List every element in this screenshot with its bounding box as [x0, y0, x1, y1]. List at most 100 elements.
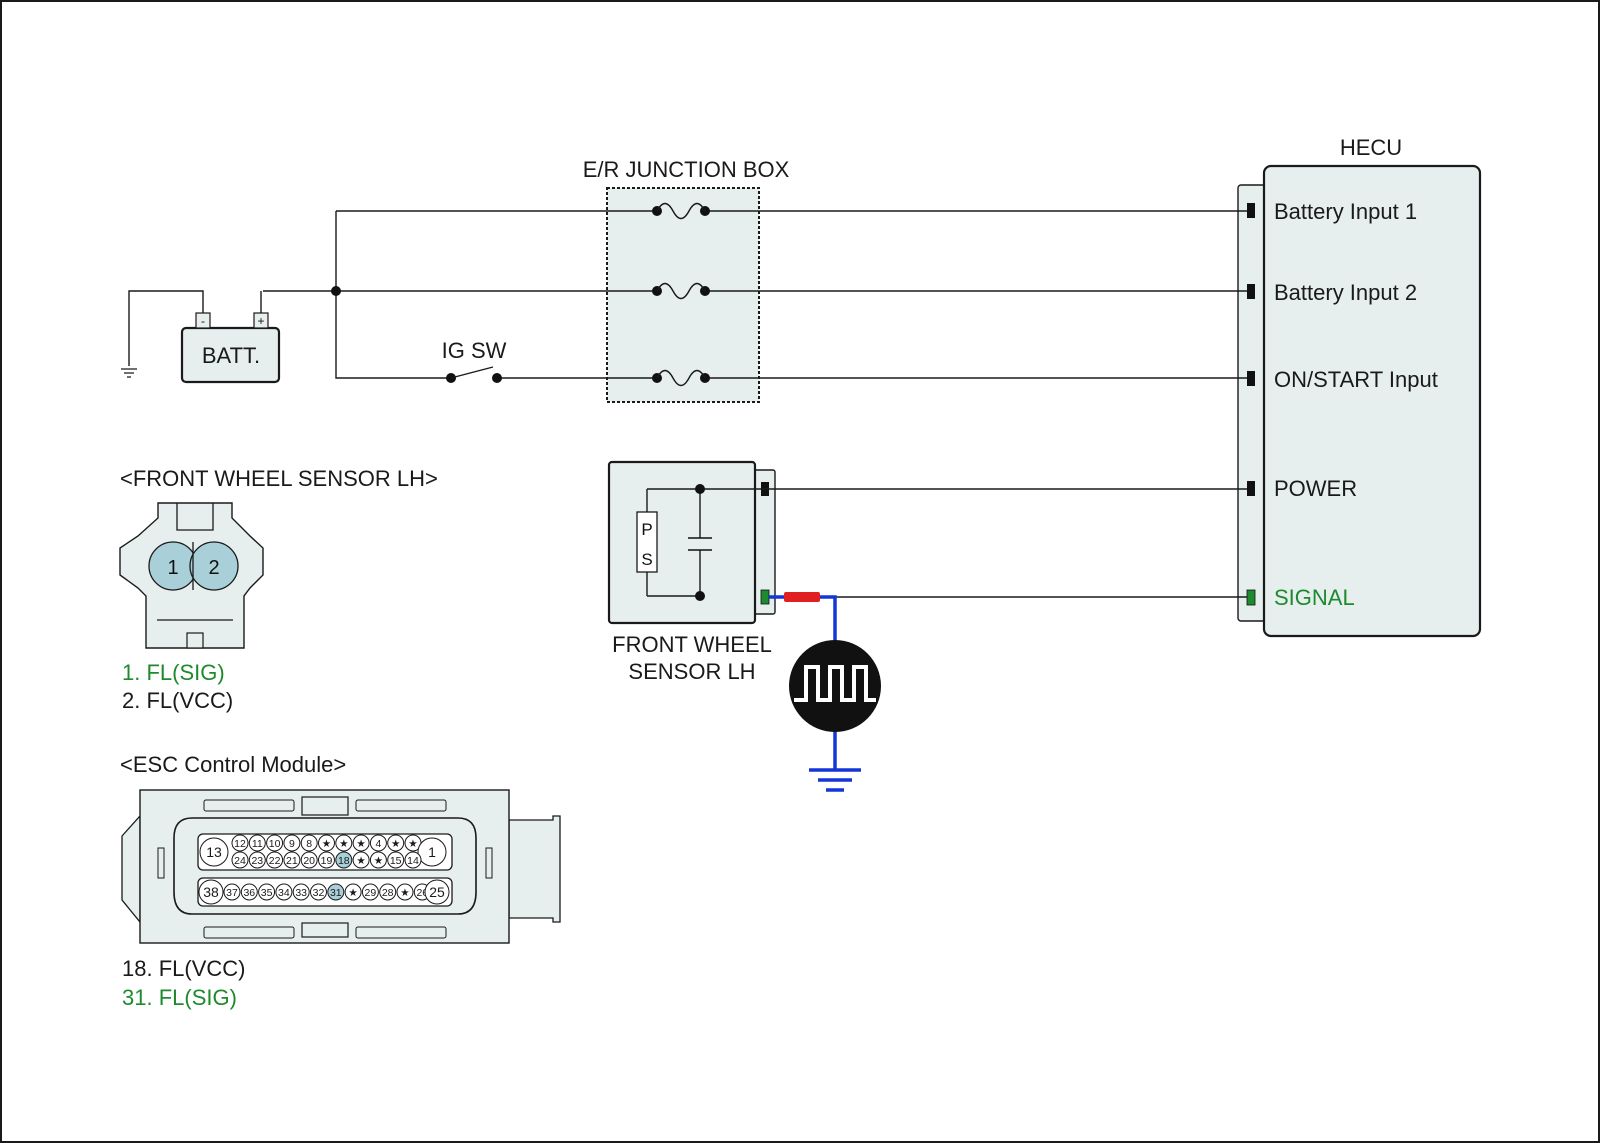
hecu-input-label: Battery Input 2	[1274, 280, 1417, 305]
battery-label: BATT.	[202, 343, 260, 368]
esc-pin-number: 34	[278, 887, 290, 899]
esc-pin	[424, 879, 450, 905]
ground-icon	[809, 762, 861, 792]
ignition-switch: IG SW	[442, 338, 507, 383]
fws-connector-title: <FRONT WHEEL SENSOR LH>	[120, 466, 438, 491]
esc-pin	[387, 851, 405, 869]
wire-junction-dot	[695, 591, 705, 601]
fuse	[652, 369, 710, 387]
esc-pin	[327, 883, 345, 901]
esc-pin	[283, 834, 301, 852]
hecu-pin-terminal	[1247, 481, 1255, 496]
fws-pin-2	[189, 541, 239, 591]
esc-pin-number: 9	[289, 838, 295, 850]
esc-pin	[396, 883, 414, 901]
esc-pin-number: ★	[356, 855, 365, 867]
sensing-element-s: S	[641, 550, 652, 569]
fws-pin-desc-vcc: 2. FL(VCC)	[122, 688, 233, 713]
esc-pin-number: 13	[206, 844, 222, 860]
esc-pin-number: ★	[400, 887, 409, 899]
esc-pin	[344, 883, 362, 901]
esc-pin-number: ★	[348, 887, 357, 899]
hecu-body	[1262, 164, 1482, 638]
esc-pin	[231, 851, 249, 869]
fuse	[652, 282, 710, 300]
esc-pin-number: 32	[313, 887, 325, 899]
esc-pin-number: 20	[303, 855, 315, 867]
esc-pin-number: ★	[391, 838, 400, 850]
sensor-body	[607, 460, 757, 625]
esc-pin-number: ★	[339, 838, 348, 850]
esc-pin-number: ★	[374, 855, 383, 867]
hecu-title: HECU	[1340, 135, 1402, 160]
esc-connector-title: <ESC Control Module>	[120, 752, 346, 777]
hecu-input-label-signal: SIGNAL	[1274, 585, 1355, 610]
esc-pin-number: 8	[306, 838, 312, 850]
capacitor-icon	[688, 537, 712, 551]
esc-pin-number: 1	[428, 844, 436, 860]
junction-box: E/R JUNCTION BOX	[583, 157, 790, 403]
esc-pin	[335, 834, 353, 852]
esc-pin	[248, 834, 266, 852]
junction-box-body	[606, 187, 760, 403]
esc-pin-number: 15	[390, 855, 402, 867]
wire	[335, 211, 451, 379]
fuse	[652, 202, 710, 220]
esc-pin	[318, 834, 335, 852]
esc-pin-number: 26	[416, 887, 428, 899]
esc-pin-number: 25	[429, 884, 445, 900]
junction-box-title: E/R JUNCTION BOX	[583, 157, 790, 182]
esc-pin-number: ★	[322, 838, 331, 850]
esc-pin-number: 23	[251, 855, 263, 867]
esc-pin	[417, 837, 447, 867]
shield-marker	[784, 592, 820, 602]
esc-pin	[240, 883, 258, 901]
hecu-input-label: POWER	[1274, 476, 1357, 501]
esc-pin-number: 11	[252, 838, 263, 850]
esc-pin-number: 38	[203, 884, 219, 900]
esc-pin-number: 10	[269, 838, 281, 850]
esc-pin	[404, 851, 422, 869]
sensor-title-line1: FRONT WHEEL	[612, 632, 772, 657]
esc-pin	[361, 883, 379, 901]
esc-pin-number: 21	[286, 855, 298, 867]
esc-pin	[352, 834, 370, 852]
esc-pin	[199, 837, 229, 867]
esc-pin-number: 12	[234, 838, 246, 850]
square-wave-signal-icon	[789, 640, 881, 732]
esc-pin	[266, 834, 284, 852]
esc-pin-number: 29	[365, 887, 377, 899]
hecu-pin-terminal-signal	[1246, 589, 1256, 606]
sensor-pin-signal	[760, 589, 770, 605]
esc-pin	[258, 883, 276, 901]
battery: - + BATT.	[121, 290, 281, 384]
esc-pin-number: 35	[261, 887, 273, 899]
fws-pin-2-number: 2	[208, 557, 219, 579]
esc-pin-number: ★	[356, 838, 365, 850]
switch-blade	[450, 366, 494, 379]
sensing-element	[636, 511, 658, 573]
esc-pin	[352, 851, 370, 869]
esc-pin-desc-vcc: 18. FL(VCC)	[122, 956, 245, 981]
esc-pin-number: 22	[269, 855, 281, 867]
esc-pin-number: 19	[321, 855, 333, 867]
esc-pin	[231, 834, 249, 852]
esc-pin	[379, 883, 397, 901]
hecu-input-label: Battery Input 1	[1274, 199, 1417, 224]
esc-pin	[275, 883, 293, 901]
esc-pin	[248, 851, 266, 869]
esc-pin-number: 14	[407, 855, 419, 867]
front-wheel-sensor: P S FRONT WHEEL SENSOR LH	[607, 460, 776, 684]
esc-pin-number: 28	[382, 887, 394, 899]
ig-switch-label: IG SW	[442, 338, 507, 363]
esc-pin	[300, 834, 318, 852]
battery-ground-wire	[128, 290, 204, 366]
esc-pin	[387, 834, 405, 852]
esc-pin-number: 33	[295, 887, 307, 899]
sensor-title-line2: SENSOR LH	[628, 659, 755, 684]
chassis-ground-icon	[121, 368, 137, 378]
supply-wires	[263, 210, 1247, 379]
esc-pin	[310, 883, 327, 901]
